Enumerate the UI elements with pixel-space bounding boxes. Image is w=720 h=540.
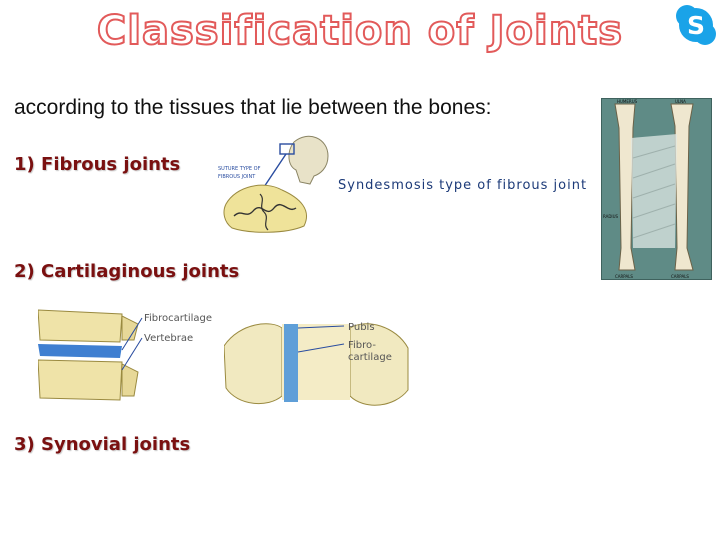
cartilaginous-joints-heading: 2) Cartilaginous joints [14, 261, 240, 282]
pubis-label-cartilage: cartilage [348, 352, 392, 363]
pubis-label-pubis: Pubis [348, 322, 375, 333]
vertebrae-figure: Fibrocartilage Vertebrae [38, 309, 212, 401]
intro-text: according to the tissues that lie betwee… [14, 96, 492, 119]
pubis-label-fibro: Fibro- [348, 340, 376, 351]
pubic-symphysis-figure: Pubis Fibro- cartilage [224, 322, 409, 406]
forearm-label-ulna: ULNA [675, 99, 686, 104]
syndesmosis-caption: Syndesmosis type of fibrous joint [338, 178, 588, 193]
skull-suture-figure: SUTURE TYPE OF FIBROUS JOINT [216, 128, 336, 234]
svg-text:S: S [687, 11, 705, 40]
slide-title: Classification of Joints [96, 7, 624, 55]
skype-icon[interactable]: S [674, 3, 718, 47]
spine-label-vertebrae: Vertebrae [144, 333, 193, 344]
forearm-label-humerus: HUMERUS [617, 99, 638, 104]
fibrous-joints-heading: 1) Fibrous joints [14, 154, 181, 175]
forearm-label-carpals-left: CARPALS [615, 274, 633, 279]
skull-label-line1: SUTURE TYPE OF [218, 166, 261, 172]
skull-label-line2: FIBROUS JOINT [218, 174, 256, 180]
forearm-label-carpals-right: CARPALS [671, 274, 689, 279]
synovial-joints-heading: 3) Synovial joints [14, 434, 191, 455]
spine-label-fibrocartilage: Fibrocartilage [144, 313, 212, 324]
forearm-label-radius: RADIUS [603, 214, 619, 219]
forearm-syndesmosis-figure: HUMERUS ULNA RADIUS CARPALS CARPALS [601, 98, 712, 280]
